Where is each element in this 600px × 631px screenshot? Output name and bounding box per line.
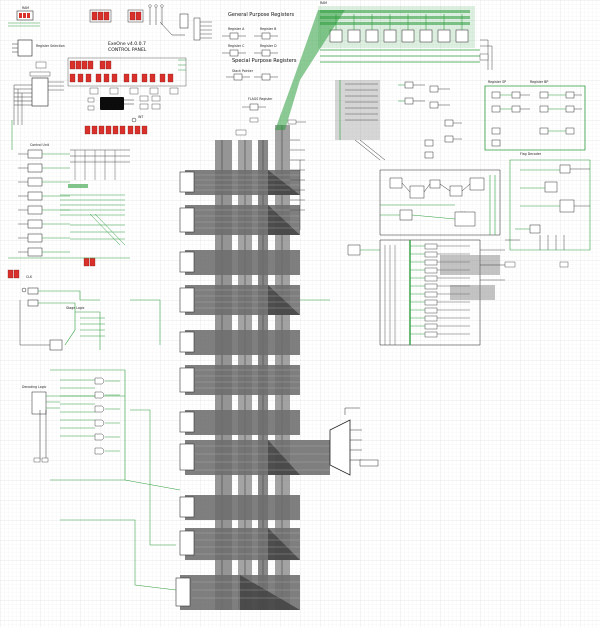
decoding-logic: Decoding Logic (22, 369, 181, 591)
alu-mux (329, 407, 379, 476)
control-panel-displays (7, 57, 187, 279)
bus-diagonals (240, 170, 300, 610)
stack-pointer-label: Stack Pointer (232, 69, 254, 73)
general-registers: General Purpose Registers Register A Reg… (222, 12, 297, 136)
mux-ladder (379, 239, 516, 346)
decoding-logic-label: Decoding Logic (22, 385, 47, 389)
ram-module-label: RAM (320, 1, 327, 5)
ram-label: RAM (22, 6, 29, 10)
bus-fanout (290, 139, 305, 230)
ram-section: RAM Register Selection (8, 6, 65, 57)
register-d-label: Register D (260, 44, 277, 48)
flags-register-label: FLAGS Register (248, 97, 273, 101)
stage-logic: Stage Logic (19, 287, 105, 351)
register-a-label: Register A (228, 27, 245, 31)
title-line2: CONTROL PANEL (108, 47, 147, 53)
register-sp-label: Register SP (488, 80, 506, 84)
lcd-display (100, 97, 124, 110)
lcd-inputs (87, 95, 161, 111)
top-hex-displays (89, 4, 189, 36)
register-c-label: Register C (228, 44, 245, 48)
stack-block (13, 61, 64, 125)
bus-stripes (192, 174, 330, 599)
bus-register-blocks (175, 171, 195, 607)
clock-and-int: CLK INT (21, 115, 143, 293)
long-wires (11, 120, 330, 546)
stage-logic-label: Stage Logic (66, 306, 85, 310)
control-unit: Control Unit (8, 143, 130, 259)
control-panel-title: ExeOne v4.0.0.7 CONTROL PANEL (108, 41, 147, 53)
register-sp-bp: Register SP Register BP (484, 80, 586, 151)
flag-decoder-label: Flag Decoder (520, 152, 542, 156)
flag-decoder: Flag Decoder (509, 152, 591, 268)
register-select-column (193, 17, 306, 125)
mid-right-registers (398, 81, 462, 159)
interrupt-label: INT (138, 115, 143, 119)
register-bp-label: Register BP (530, 80, 548, 84)
register-b-label: Register B (260, 27, 276, 31)
ram-diagonal-bus (275, 10, 386, 161)
general-registers-label: General Purpose Registers (228, 12, 295, 18)
special-registers-label: Special Purpose Registers (232, 58, 297, 64)
alu-cluster: ALU (347, 169, 520, 256)
clock-label: CLK (26, 275, 33, 279)
title-line1: ExeOne v4.0.0.7 (108, 41, 146, 47)
control-unit-label: Control Unit (30, 143, 50, 147)
register-selection-label: Register Selection (36, 44, 65, 48)
